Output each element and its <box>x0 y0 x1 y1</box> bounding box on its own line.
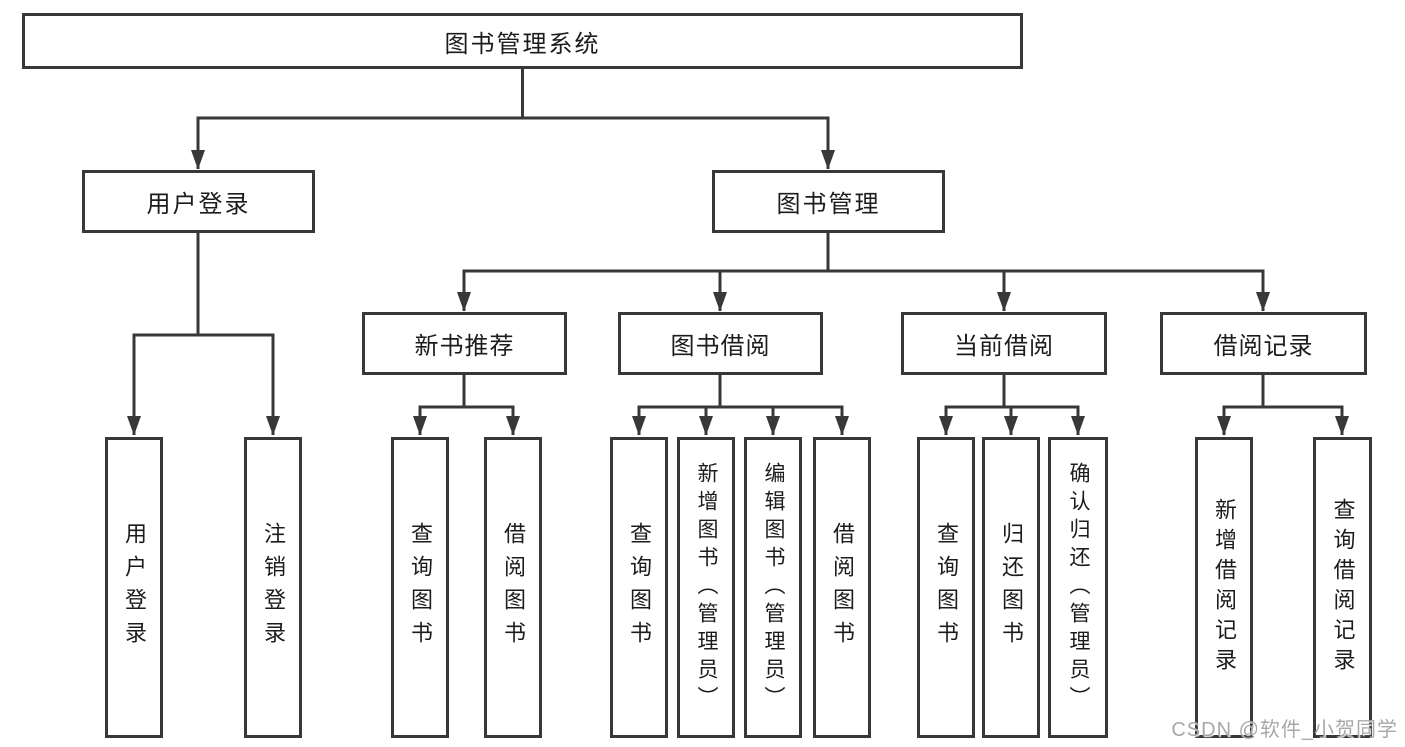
leaf-current-return-books: 归还图书 <box>982 437 1040 738</box>
current-borrowing-children-connector <box>939 375 1085 436</box>
book-borrowing-children-connector <box>632 375 849 436</box>
node-book-borrowing: 图书借阅 <box>618 312 823 375</box>
connector-segment <box>457 269 1270 312</box>
leaf-borrowing-edit-books-admin: 编辑图书（管理员） <box>744 437 802 738</box>
leaf-current-confirm-return-admin: 确认归还（管理员） <box>1048 437 1108 738</box>
root-to-level2-connector <box>191 69 835 170</box>
node-book-management: 图书管理 <box>712 170 945 233</box>
leaf-borrowing-query-books: 查询图书 <box>610 437 668 738</box>
connector-segment <box>127 333 280 436</box>
leaf-newrec-query-books: 查询图书 <box>391 437 449 738</box>
watermark: CSDN @软件_小贺同学 <box>1171 719 1398 741</box>
node-current-borrowing: 当前借阅 <box>901 312 1107 375</box>
book-management-children-connector <box>457 233 1270 312</box>
leaf-borrowing-borrow-books: 借阅图书 <box>813 437 871 738</box>
leaf-current-query-books: 查询图书 <box>917 437 975 738</box>
user-login-children-connector <box>127 233 280 436</box>
connector-segment <box>191 116 835 170</box>
node-new-book-recommendation: 新书推荐 <box>362 312 567 375</box>
connector-segment <box>413 405 520 436</box>
leaf-borrowing-add-books-admin: 新增图书（管理员） <box>677 437 735 738</box>
connector-segment <box>632 405 849 436</box>
leaf-logout: 注销登录 <box>244 437 302 738</box>
borrowing-records-children-connector <box>1217 375 1349 436</box>
leaf-records-add-borrow-record: 新增借阅记录 <box>1195 437 1253 738</box>
node-borrowing-records: 借阅记录 <box>1160 312 1367 375</box>
node-library-management-system: 图书管理系统 <box>22 13 1023 69</box>
leaf-user-login: 用户登录 <box>105 437 163 738</box>
new-book-recommendation-children-connector <box>413 375 520 436</box>
leaf-newrec-borrow-books: 借阅图书 <box>484 437 542 738</box>
leaf-records-query-borrow-record: 查询借阅记录 <box>1313 437 1372 738</box>
node-user-login: 用户登录 <box>82 170 315 233</box>
connector-segment <box>1217 405 1349 436</box>
